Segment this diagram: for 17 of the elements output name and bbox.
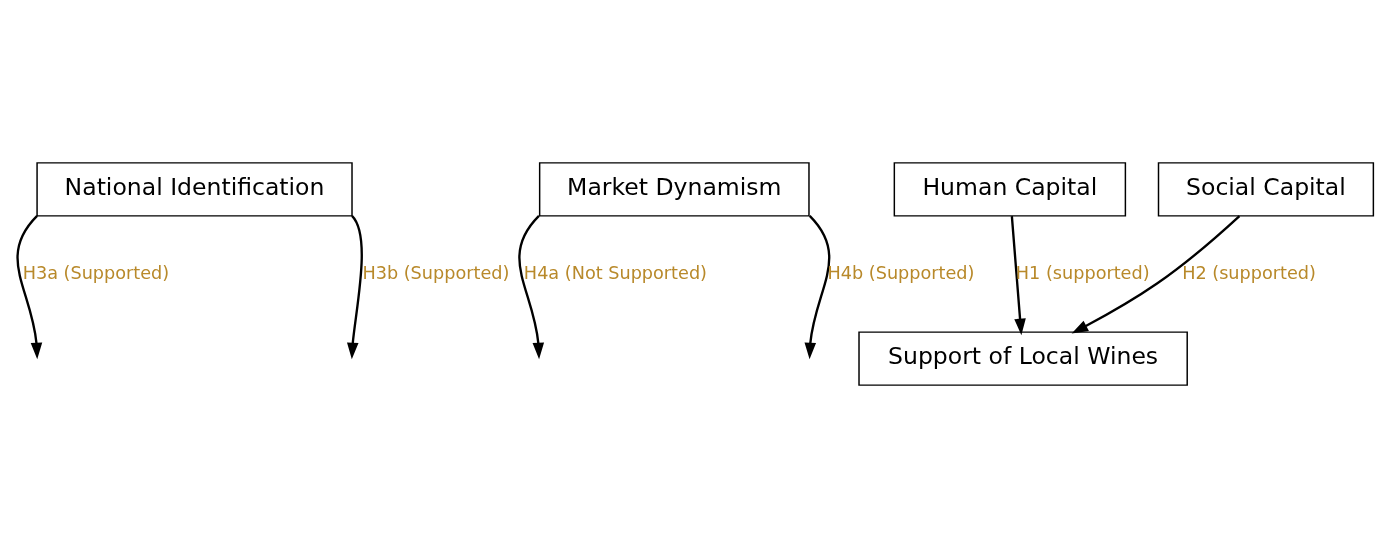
- arrow: [16, 214, 43, 359]
- edge-label: H2 (supported): [1182, 262, 1316, 283]
- edge-label: H3b (Supported): [362, 262, 510, 283]
- arrow: [347, 214, 363, 359]
- arrow: [518, 214, 545, 359]
- arrow: [1071, 214, 1241, 334]
- node-box: Social Capital: [1157, 161, 1375, 217]
- edge-label: H4a (Not Supported): [523, 262, 708, 283]
- arrow: [1010, 215, 1026, 335]
- node-box: Support of Local Wines: [858, 330, 1188, 386]
- edge-label: H1 (supported): [1015, 262, 1150, 283]
- node-box: National Identification: [36, 161, 353, 217]
- node-box: Market Dynamism: [538, 161, 810, 217]
- arrow: [804, 214, 831, 359]
- node-box: Human Capital: [893, 161, 1127, 217]
- edge-label: H3a (Supported): [22, 262, 170, 283]
- edge-label: H4b (Supported): [827, 262, 975, 283]
